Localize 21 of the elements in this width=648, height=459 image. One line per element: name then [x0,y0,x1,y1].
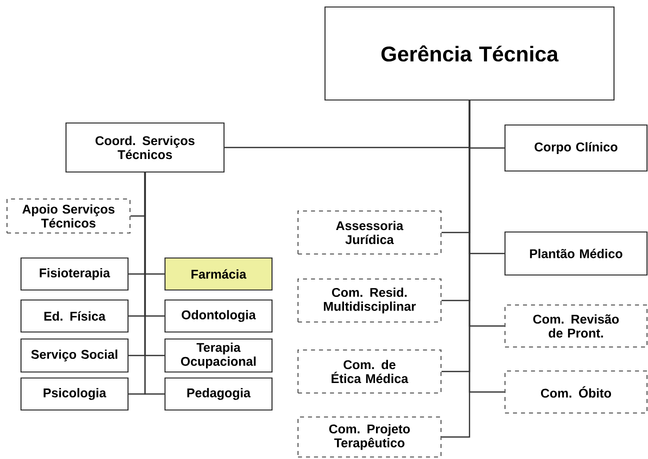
org-box: Fisioterapia [20,257,129,291]
org-box: Gerência Técnica [324,6,615,101]
connector [144,172,164,395]
dashed-org-box: Com. Projeto Terapêutico [297,416,442,458]
org-box: Psicologia [20,377,129,411]
highlighted-org-box: Farmácia [164,257,273,291]
connector [442,100,470,438]
dashed-org-box: Assessoria Jurídica [297,210,442,255]
org-box: Ed. Física [20,299,129,333]
dashed-org-box: Com. Óbito [504,370,648,414]
org-box: Terapia Ocupacional [164,338,273,373]
dashed-org-box: Com. de Ética Médica [297,349,442,394]
dashed-org-box: Com. Resid. Multidisciplinar [297,278,442,323]
org-box: Coord. Serviços Técnicos [65,122,225,173]
org-box: Plantão Médico [504,231,648,276]
dashed-org-box: Com. Revisão de Pront. [504,304,648,348]
dashed-org-box: Apoio Serviços Técnicos [6,198,131,234]
org-box: Pedagogia [164,377,273,411]
org-box: Serviço Social [20,338,129,373]
org-box: Odontologia [164,299,273,333]
org-box: Corpo Clínico [504,124,648,172]
